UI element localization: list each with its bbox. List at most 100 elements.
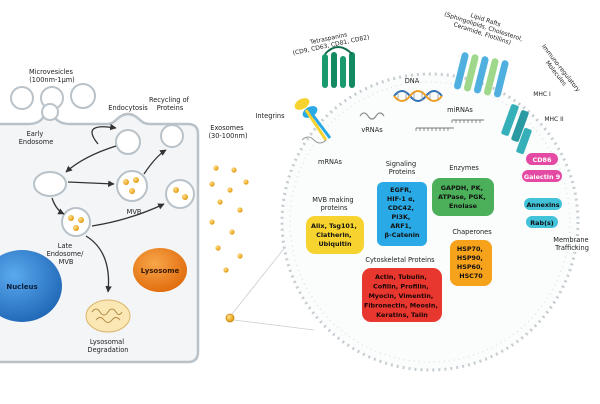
recycling-label: Recycling of Proteins [149, 96, 191, 112]
exosome [217, 199, 223, 205]
late-endosome-label: Late Endosome/ MVB [47, 242, 86, 266]
intraluminal-vesicle [133, 177, 139, 183]
arrow-endocytosis-to-early [65, 145, 117, 173]
microvesicles-label: Microvesicles (100nm-1μm) [29, 68, 75, 84]
recycling-vesicle [160, 124, 184, 148]
intraluminal-vesicle [68, 215, 74, 221]
pill-rabs: Rab(s) [526, 216, 558, 228]
intraluminal-vesicle [182, 194, 188, 200]
signaling-title: Signaling Proteins [386, 160, 419, 176]
exosome [215, 245, 221, 251]
pill-annexins: Annexins [524, 198, 562, 210]
svg-text:Rab(s): Rab(s) [530, 219, 554, 227]
integrins-label: Integrins [255, 112, 285, 120]
exosome [209, 219, 215, 225]
arrow-early-to-late [51, 197, 65, 215]
arrow-mvb-to-recycling [143, 149, 167, 175]
exosome [243, 179, 249, 185]
released-exosomes: Exosomes (30-100nm) [208, 124, 315, 331]
tetraspanins-label: Tetraspanins (CD9, CD63, CD81, CD82) [291, 27, 370, 57]
lysosome-label: Lysosome [141, 267, 180, 275]
dna-label: DNA [405, 77, 420, 85]
degraded-material [91, 308, 123, 323]
lysosomal-degradation-label: Lysosomal Degradation [88, 338, 129, 354]
degradation-body [85, 299, 131, 333]
late-endosome [61, 207, 91, 237]
zoomed-exosome [225, 313, 235, 323]
cell: Microvesicles (100nm-1μm) Endocytosis Re… [0, 68, 200, 364]
enzymes-title: Enzymes [449, 164, 479, 172]
signaling-items: EGFR, HIF-1 α, CDC42, PI3K, ARF1, β-Cate… [385, 186, 420, 239]
mvb-label: MVB [127, 208, 142, 216]
mvb [116, 170, 148, 202]
exosome [223, 267, 229, 273]
integrin-protein [294, 98, 332, 141]
lipid-rafts-label: Lipid Rafts (Sphingolipids, Cholesterol,… [441, 4, 527, 50]
mhc1-label: MHC I [533, 91, 551, 98]
chaperones-box [450, 240, 492, 286]
mirna-strands [415, 119, 484, 131]
early-endosome [33, 171, 67, 197]
exosome [227, 187, 233, 193]
microvesicle [70, 83, 96, 109]
exosome [229, 229, 235, 235]
early-endosome-label: Early Endosome [19, 130, 54, 146]
exosome-membrane-inner [289, 81, 571, 363]
intraluminal-vesicle [78, 217, 84, 223]
svg-text:CD86: CD86 [533, 156, 552, 164]
membrane-trafficking-label: Membrane Trafficking [553, 236, 590, 252]
intraluminal-vesicle [123, 179, 129, 185]
microvesicle-budding [41, 103, 59, 121]
exosome [231, 167, 237, 173]
svg-text:Galectin 9: Galectin 9 [524, 173, 561, 181]
mrnas-label: mRNAs [318, 158, 342, 166]
pill-galectin-9: Galectin 9 [522, 170, 562, 182]
chaperones-title: Chaperones [452, 228, 492, 236]
cytoskeletal-title: Cytoskeletal Proteins [365, 256, 435, 264]
chaperones-items: HSP70, HSP90, HSP60, HSC70 [457, 245, 485, 280]
exosome [237, 207, 243, 213]
vrnas-label: vRNAs [361, 126, 383, 134]
enzymes-items: GAPDH, PK, ATPase, PGK, Enolase [438, 184, 488, 210]
endocytosis-label: Endocytosis [108, 104, 148, 112]
mhc-protein [501, 104, 532, 155]
cytoskeletal-items: Actin, Tubulin, Cofilin, Profilin, Myoci… [364, 273, 440, 319]
exosome [213, 165, 219, 171]
mvb-making-title: MVB making proteins [312, 196, 355, 212]
arrow-early-to-mvb [67, 180, 115, 187]
mvb-making-items: Alix, Tsg101, Clatherin, Ubiquitin [311, 222, 359, 248]
pill-cd86: CD86 [526, 153, 558, 165]
nucleus-label: Nucleus [6, 283, 37, 291]
exosome [237, 253, 243, 259]
intraluminal-vesicle [173, 187, 179, 193]
intraluminal-vesicle [129, 188, 135, 194]
mrna-strand [301, 136, 327, 144]
dna-helix [393, 90, 443, 102]
exosome-detail: Tetraspanins (CD9, CD63, CD81, CD82) Lip… [255, 4, 590, 372]
intraluminal-vesicle [73, 225, 79, 231]
mvb-making-box [306, 216, 364, 254]
lipid-raft [454, 52, 509, 98]
enzymes-box [432, 178, 494, 216]
mvb-fusing [165, 179, 195, 209]
mhc2-label: MHC II [544, 116, 564, 123]
vrna-strand [359, 112, 385, 120]
endocytic-vesicle [115, 129, 141, 155]
zoom-line [231, 235, 295, 315]
cytoskeletal-box [362, 268, 442, 322]
zoom-line [233, 319, 315, 331]
arrow-late-to-degradation [85, 235, 112, 293]
exosome [209, 181, 215, 187]
svg-text:Annexins: Annexins [526, 201, 559, 209]
nucleus [0, 250, 62, 322]
microvesicle [10, 86, 34, 110]
arrow-recycling [91, 123, 117, 145]
arrow-late-to-membrane [91, 203, 165, 227]
mirnas-label: miRNAs [447, 106, 473, 114]
tetraspanin-protein [322, 46, 355, 88]
exosomes-label: Exosomes (30-100nm) [208, 124, 247, 140]
exosome-membrane [280, 72, 580, 372]
signaling-box [377, 182, 427, 246]
